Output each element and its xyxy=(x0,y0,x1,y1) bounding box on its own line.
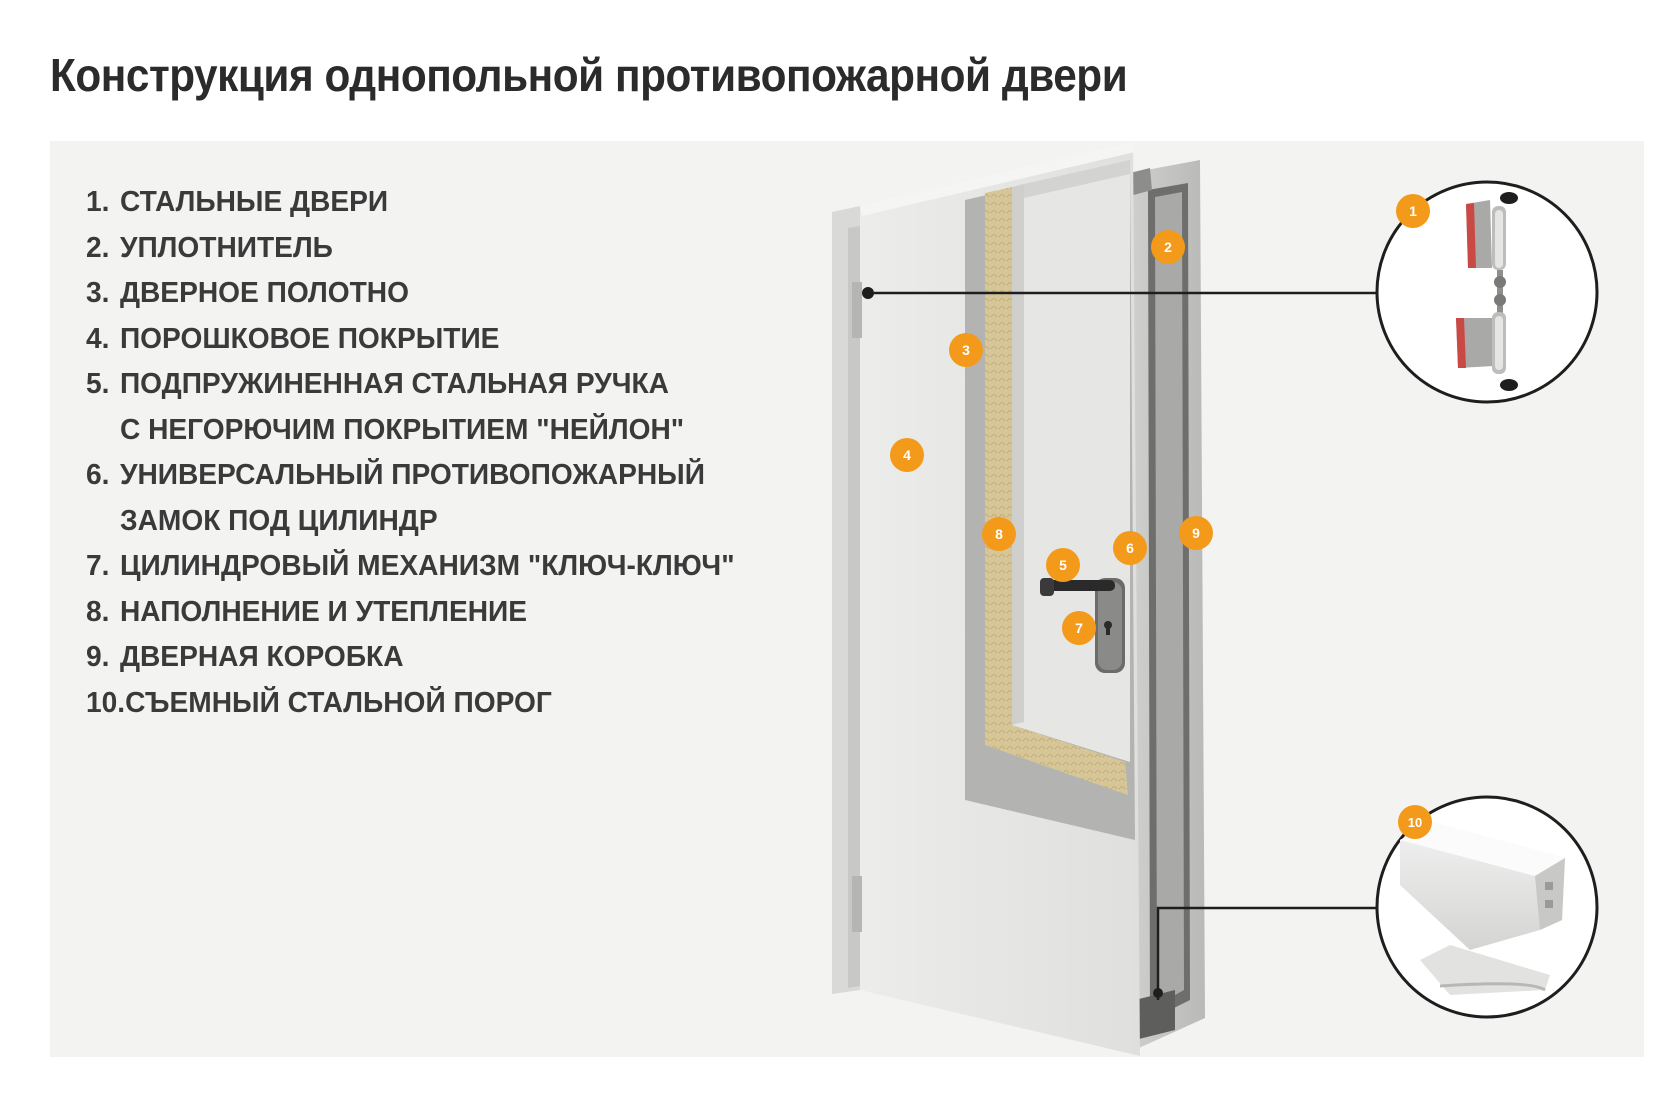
svg-text:5: 5 xyxy=(1059,557,1067,573)
badge-4: 4 xyxy=(890,438,924,472)
leader-dot-top xyxy=(862,287,874,299)
badge-10: 10 xyxy=(1398,805,1432,839)
svg-text:4: 4 xyxy=(903,447,911,463)
svg-text:8: 8 xyxy=(995,526,1003,542)
hinge-bottom xyxy=(852,876,862,932)
hinge-top xyxy=(852,282,862,338)
svg-text:7: 7 xyxy=(1075,620,1083,636)
badge-6: 6 xyxy=(1113,531,1147,565)
badge-7: 7 xyxy=(1062,611,1096,645)
badge-2: 2 xyxy=(1151,230,1185,264)
badge-5: 5 xyxy=(1046,548,1080,582)
badge-9: 9 xyxy=(1179,516,1213,550)
door-cutaway xyxy=(965,160,1135,840)
svg-text:3: 3 xyxy=(962,342,970,358)
svg-text:9: 9 xyxy=(1192,525,1200,541)
badge-3: 3 xyxy=(949,333,983,367)
badge-1: 1 xyxy=(1396,194,1430,228)
svg-text:2: 2 xyxy=(1164,239,1172,255)
svg-text:1: 1 xyxy=(1409,203,1417,219)
badge-8: 8 xyxy=(982,517,1016,551)
svg-text:6: 6 xyxy=(1126,540,1134,556)
svg-text:10: 10 xyxy=(1408,815,1422,830)
leader-dot-bottom xyxy=(1153,988,1163,998)
